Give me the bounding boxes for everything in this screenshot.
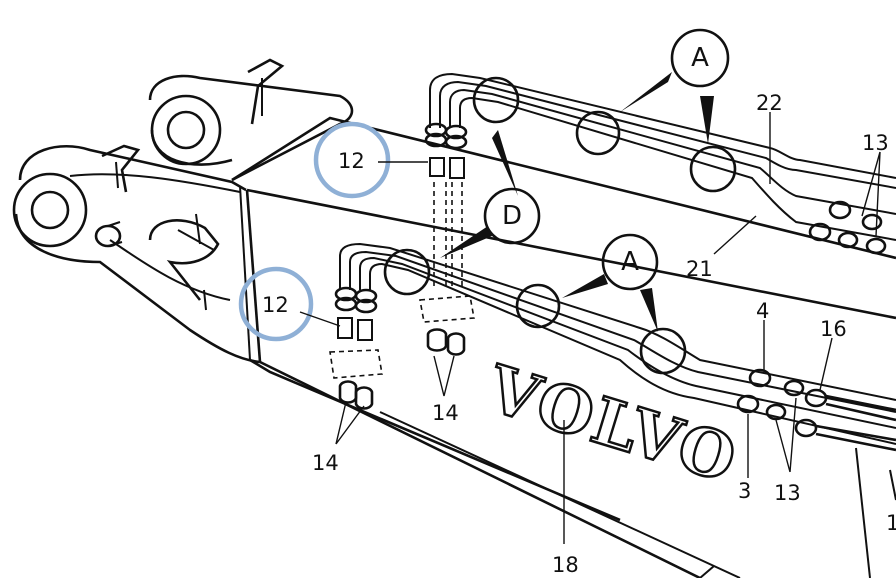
callout-3: 3 xyxy=(738,479,751,503)
detail-circle xyxy=(383,248,431,296)
bubble-d-label: D xyxy=(502,201,522,231)
callout-13-top: 13 xyxy=(862,131,889,155)
detail-circle xyxy=(515,283,561,329)
callout-4: 4 xyxy=(756,299,769,323)
callout-22: 22 xyxy=(756,91,783,115)
boom-body xyxy=(231,116,896,580)
upper-tube-pair xyxy=(419,72,896,356)
callout-1-partial: 1 xyxy=(886,511,896,535)
bubble-a-upper-label: A xyxy=(691,43,709,73)
bubble-a-lower-label: A xyxy=(621,247,639,277)
right-fittings xyxy=(736,200,896,452)
callout-12-lower: 12 xyxy=(262,293,289,317)
bubble-a-lower: A xyxy=(562,233,659,332)
bubble-d: D xyxy=(440,130,541,258)
boom-foot-lugs xyxy=(12,58,354,364)
callout-21: 21 xyxy=(686,257,713,281)
callout-12-upper: 12 xyxy=(338,149,365,173)
callout-14-left: 14 xyxy=(312,451,339,475)
detail-circle xyxy=(472,76,520,124)
callout-18: 18 xyxy=(552,553,579,577)
highlight-ring xyxy=(313,121,391,199)
callout-16: 16 xyxy=(820,317,847,341)
bubble-a-upper: A xyxy=(620,28,730,144)
detail-circle xyxy=(689,145,737,193)
callout-13-bottom: 13 xyxy=(774,481,801,505)
highlight-ring xyxy=(238,266,314,342)
lower-tube-pair xyxy=(329,242,896,445)
callout-numbers: 12 12 14 14 22 13 21 4 16 3 13 18 1 xyxy=(262,91,896,577)
leader-lines xyxy=(299,112,881,544)
callout-14-center: 14 xyxy=(432,401,459,425)
detail-circle xyxy=(575,110,621,156)
detail-circle xyxy=(639,327,687,375)
